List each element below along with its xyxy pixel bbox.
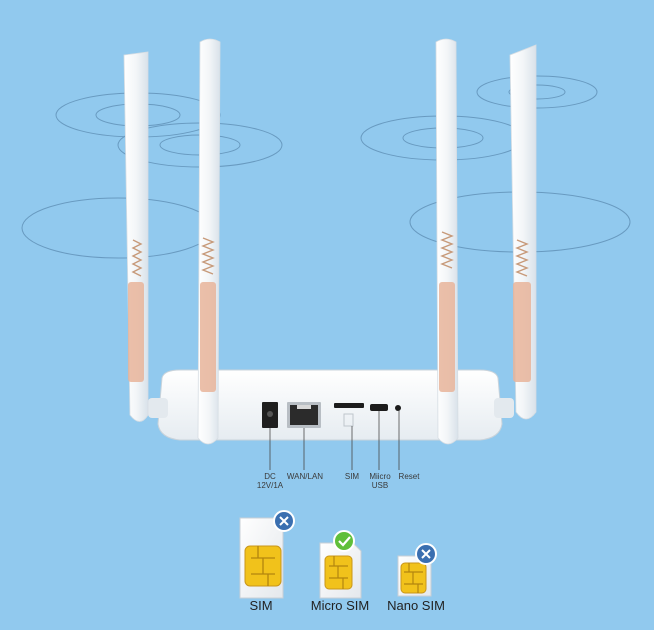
- dc-power-port: [262, 402, 278, 428]
- reset-port-label: Reset: [394, 472, 424, 481]
- sim-card-micro: [319, 542, 362, 599]
- antenna-left-inner: [197, 38, 221, 445]
- sim-port-label: SIM: [340, 472, 364, 481]
- router-body: [148, 369, 514, 441]
- micro-sim-label: Micro SIM: [310, 598, 370, 613]
- dc-label-line1: DC: [264, 472, 276, 481]
- micro-usb-port: [370, 404, 388, 411]
- micro-usb-port-label: Miicro USB: [364, 472, 396, 490]
- sim-label: SIM: [249, 598, 273, 613]
- antenna-right-inner: [435, 38, 459, 445]
- dc-port-label: DC 12V/1A: [248, 472, 292, 490]
- nano-sim-label: Nano SIM: [387, 598, 445, 613]
- usb-label-line1: Miicro: [369, 472, 391, 481]
- wifi-signal-rings: [21, 75, 631, 259]
- dc-label-line2: 12V/1A: [256, 481, 284, 490]
- reset-label-text: Reset: [398, 472, 420, 481]
- usb-label-line2: USB: [371, 481, 389, 490]
- sim-card-slot: [334, 403, 364, 427]
- wan-lan-port-label: WAN/LAN: [282, 472, 328, 481]
- sim-badge-check: [333, 530, 355, 552]
- wan-label-text: WAN/LAN: [286, 472, 324, 481]
- sim-badge-cross-1: [273, 510, 295, 532]
- wan-lan-port: [287, 402, 321, 428]
- sim-badge-cross-2: [415, 543, 437, 565]
- reset-button: [395, 405, 401, 411]
- antenna-left-outer: [123, 51, 149, 422]
- port-pointer-lines: [269, 411, 400, 470]
- sim-label-text: SIM: [344, 472, 360, 481]
- antenna-right-outer: [509, 44, 537, 420]
- sim-card-standard: [239, 517, 284, 599]
